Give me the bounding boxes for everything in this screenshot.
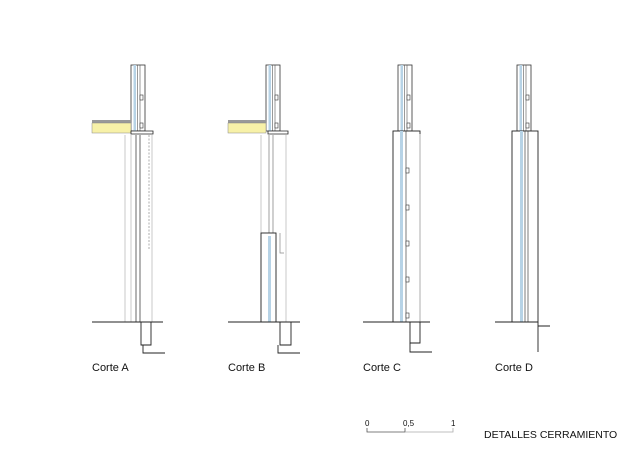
slab <box>91 122 132 134</box>
section-d-drawing <box>495 64 550 352</box>
drawing-title: DETALLES CERRAMIENTO <box>484 429 618 441</box>
slab-top <box>92 120 131 123</box>
section-c-drawing <box>363 64 432 353</box>
scale-bar <box>366 428 454 433</box>
section-a-label: Corte A <box>92 362 129 374</box>
section-b-label: Corte B <box>228 362 266 374</box>
section-d-label: Corte D <box>495 362 533 374</box>
scale-tick-1: 1 <box>451 419 456 428</box>
scale-tick-half: 0,5 <box>403 419 415 428</box>
scale-tick-0: 0 <box>365 419 370 428</box>
section-b-drawing <box>227 64 300 354</box>
section-c-label: Corte C <box>363 362 401 374</box>
section-a-drawing <box>91 64 165 354</box>
